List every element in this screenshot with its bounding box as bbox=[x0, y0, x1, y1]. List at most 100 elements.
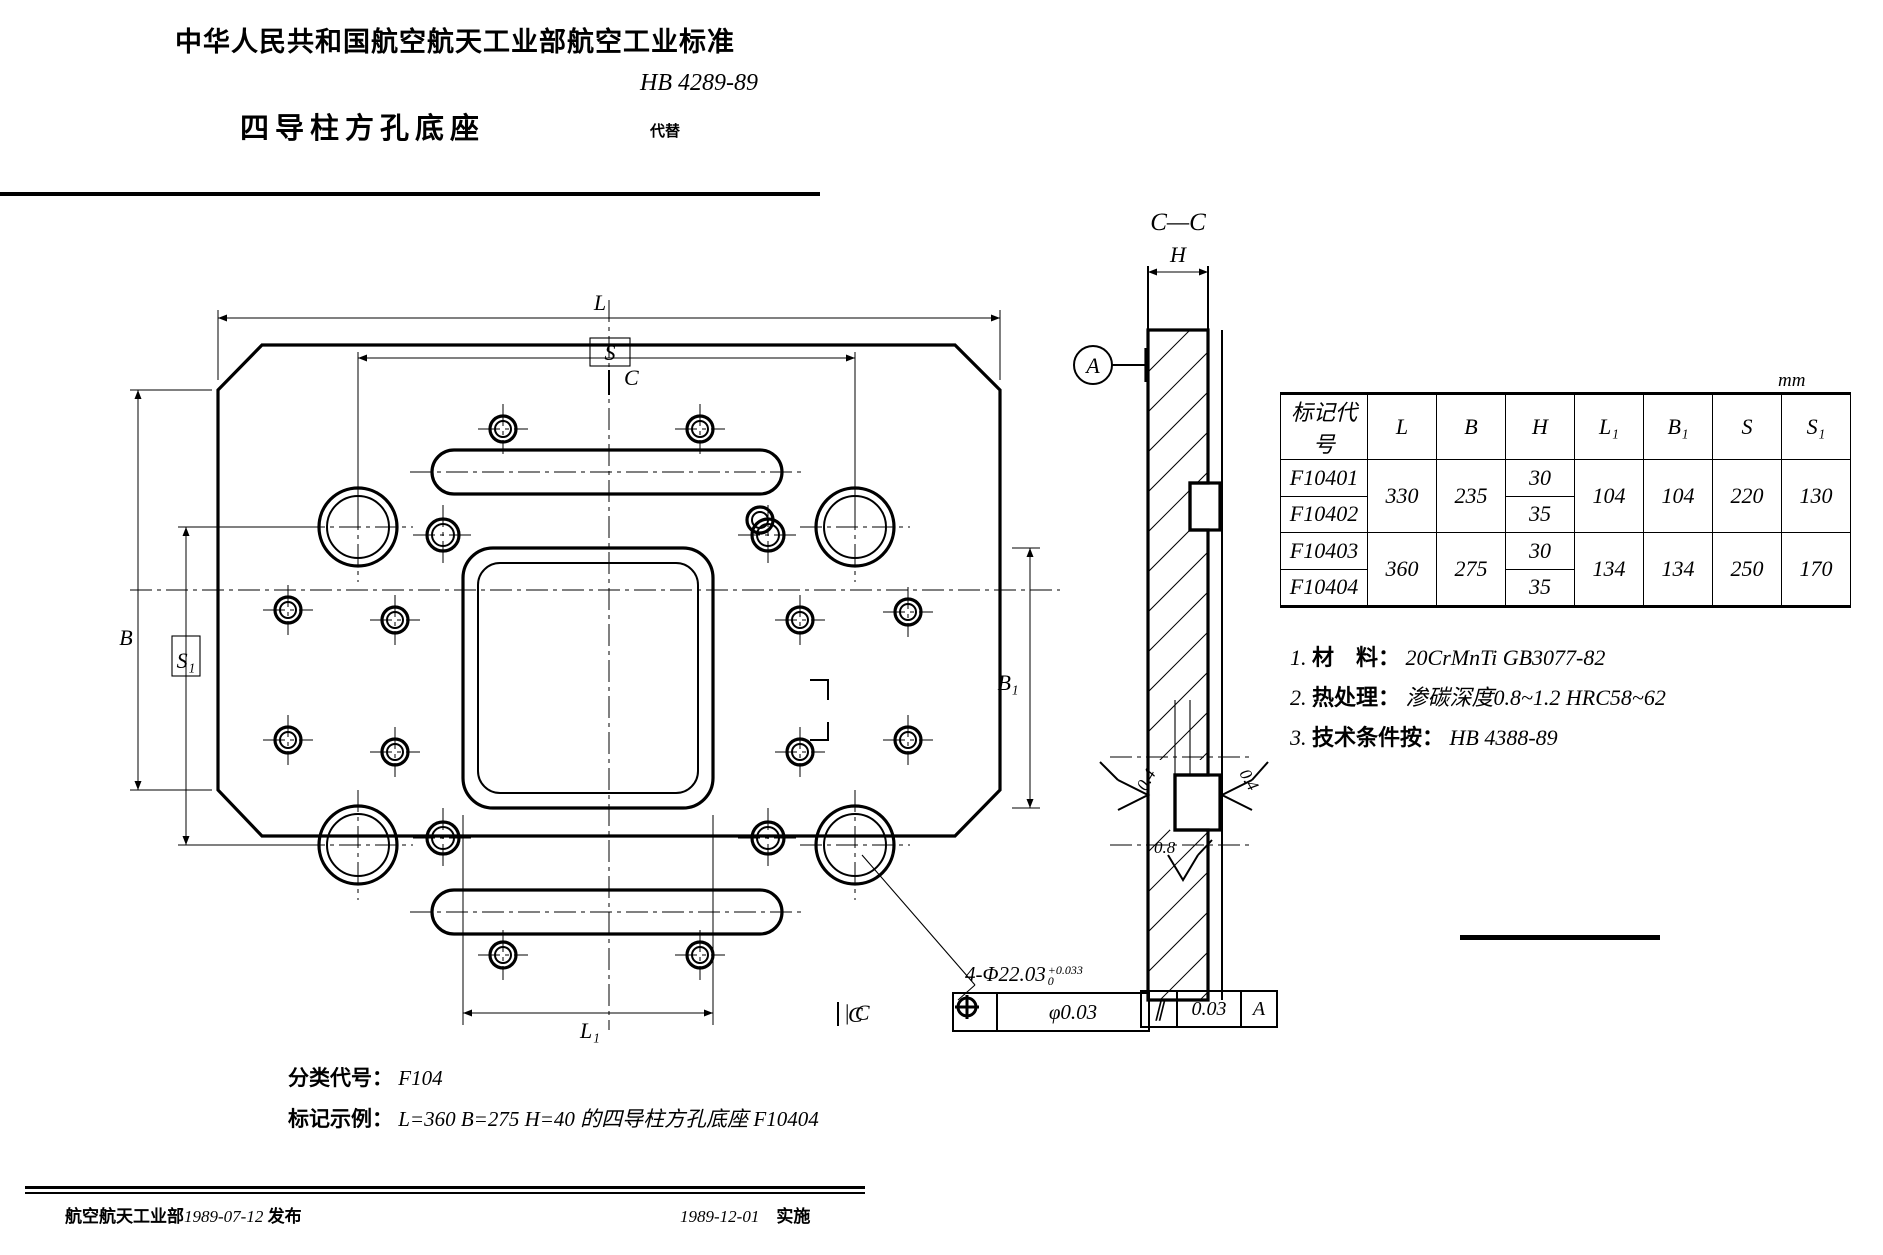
dim-label-B: B bbox=[119, 625, 132, 650]
footer-divider-bottom bbox=[25, 1192, 865, 1194]
section-label-bottom: C bbox=[848, 1002, 863, 1027]
position-tolerance-frame: φ0.03 bbox=[952, 992, 1150, 1032]
note-item: 1. 材 料： 20CrMnTi GB3077-82 bbox=[1290, 638, 1666, 678]
technical-notes: 1. 材 料： 20CrMnTi GB3077-82 2. 热处理： 渗碳深度0… bbox=[1290, 638, 1666, 758]
H-lower: 35 bbox=[1529, 501, 1551, 527]
surface-finish-label-bottom: 0.8 bbox=[1154, 838, 1176, 857]
surface-finish-bottom bbox=[1167, 839, 1213, 882]
cell-B1: 134 bbox=[1643, 532, 1713, 608]
note-number: 1. bbox=[1290, 645, 1307, 670]
cell-S1: 170 bbox=[1781, 532, 1851, 608]
footer-effective: 1989-12-01 实施 bbox=[680, 1202, 810, 1227]
cell-codes: F10401 F10402 bbox=[1280, 459, 1368, 533]
cell-codes: F10403 F10404 bbox=[1280, 532, 1368, 608]
part-name-title: 四导柱方孔底座 bbox=[240, 113, 486, 145]
standard-number: HB 4289-89 bbox=[640, 70, 758, 96]
footer-issue-date: 1989-07-12 bbox=[184, 1207, 264, 1226]
note-item: 2. 热处理： 渗碳深度0.8~1.2 HRC58~62 bbox=[1290, 678, 1666, 718]
specification-table: 标记代号 L B H L₁ B₁ S S₁ F10401 F10402 330 bbox=[1280, 392, 1851, 608]
square-hole-pocket bbox=[461, 546, 715, 810]
parallelism-frame: ∥ 0.03 A bbox=[1140, 990, 1278, 1028]
parallelism-value: 0.03 bbox=[1178, 992, 1242, 1026]
footer-effective-word: 实施 bbox=[776, 1207, 811, 1226]
table-row: F10403 F10404 360 275 30 35 134 134 250 … bbox=[1280, 532, 1851, 608]
cell-H: 30 35 bbox=[1505, 459, 1575, 533]
classification-label: 分类代号： bbox=[288, 1067, 393, 1090]
th-L1: L₁ bbox=[1574, 392, 1644, 460]
dim-L1: L₁ bbox=[462, 815, 714, 1043]
slot-lower bbox=[410, 888, 805, 936]
surface-finish-left bbox=[1099, 761, 1151, 811]
code-upper: F10401 bbox=[1281, 460, 1367, 497]
position-tolerance-icon bbox=[954, 994, 998, 1030]
parallelism-icon: ∥ bbox=[1142, 992, 1178, 1026]
section-arrow-label: | C bbox=[845, 1000, 870, 1025]
th-B1: B₁ bbox=[1643, 392, 1713, 460]
note-label: 技术条件按： bbox=[1312, 725, 1445, 750]
cell-S: 220 bbox=[1712, 459, 1782, 533]
section-mark-top: C bbox=[608, 365, 639, 395]
parallelism-datum: A bbox=[1252, 997, 1266, 1020]
dim-B: B bbox=[119, 389, 212, 791]
code-lower: F10402 bbox=[1289, 501, 1359, 527]
dim-L: L bbox=[217, 290, 1001, 380]
cell-L1: 104 bbox=[1574, 459, 1644, 533]
th-L: L bbox=[1367, 392, 1437, 460]
note-label: 材 料： bbox=[1312, 645, 1401, 670]
code-lower: F10404 bbox=[1289, 574, 1359, 600]
section-label-top: C bbox=[624, 365, 639, 390]
cell-B1: 104 bbox=[1643, 459, 1713, 533]
cell-L: 330 bbox=[1367, 459, 1437, 533]
dim-S1: S₁ bbox=[171, 526, 320, 846]
svg-text:A: A bbox=[1084, 353, 1100, 378]
note-number: 3. bbox=[1290, 725, 1307, 750]
dim-label-L: L bbox=[593, 290, 606, 315]
table-header-row: 标记代号 L B H L₁ B₁ S S₁ bbox=[1280, 392, 1851, 460]
datum-a-symbol: A bbox=[1073, 345, 1148, 385]
footer-divider-top bbox=[25, 1186, 865, 1189]
cell-H: 30 35 bbox=[1505, 532, 1575, 608]
hole-callout-main: 4-Φ22.03 bbox=[965, 962, 1046, 986]
slot-upper bbox=[410, 448, 805, 496]
section-mark-bottom: C bbox=[810, 679, 863, 1027]
H-upper: 30 bbox=[1506, 533, 1574, 570]
table-row: F10401 F10402 330 235 30 35 104 104 220 … bbox=[1280, 459, 1851, 533]
th-H: H bbox=[1505, 392, 1575, 460]
note-value: HB 4388-89 bbox=[1449, 725, 1558, 750]
H-upper: 30 bbox=[1506, 460, 1574, 497]
code-upper: F10403 bbox=[1281, 533, 1367, 570]
cell-B: 235 bbox=[1436, 459, 1506, 533]
footer-issue: 航空航天工业部1989-07-12 发布 bbox=[65, 1202, 302, 1227]
th-S1: S₁ bbox=[1781, 392, 1851, 460]
header-divider bbox=[0, 192, 820, 196]
section-title: C—C bbox=[1150, 209, 1206, 236]
cell-L: 360 bbox=[1367, 532, 1437, 608]
cell-S1: 130 bbox=[1781, 459, 1851, 533]
dim-B1: B₁ bbox=[997, 547, 1040, 809]
notes-divider bbox=[1460, 935, 1660, 940]
dim-label-S: S bbox=[605, 340, 616, 365]
marking-example-value: L=360 B=275 H=40 的四导柱方孔底座 F10404 bbox=[398, 1107, 819, 1131]
surface-finish-right bbox=[1219, 761, 1269, 811]
cell-B: 275 bbox=[1436, 532, 1506, 608]
dim-label-L1: L₁ bbox=[579, 1018, 600, 1043]
dim-label-S1: S₁ bbox=[177, 648, 196, 673]
H-lower: 35 bbox=[1529, 574, 1551, 600]
dim-S: S bbox=[357, 337, 856, 520]
position-tolerance-value: φ0.03 bbox=[1048, 999, 1098, 1024]
footer-effective-date: 1989-12-01 bbox=[680, 1207, 760, 1226]
th-code: 标记代号 bbox=[1280, 392, 1368, 460]
cell-S: 250 bbox=[1712, 532, 1782, 608]
classification-code-line: 分类代号： F104 bbox=[288, 1062, 443, 1092]
dim-label-H: H bbox=[1169, 242, 1187, 267]
table-unit-label: mm bbox=[1778, 370, 1806, 391]
footer-issue-word: 发布 bbox=[267, 1207, 302, 1226]
note-value: 渗碳深度0.8~1.2 HRC58~62 bbox=[1405, 685, 1666, 710]
cell-L1: 134 bbox=[1574, 532, 1644, 608]
section-view: H C—C A bbox=[1073, 209, 1269, 1002]
marking-example-line: 标记示例： L=360 B=275 H=40 的四导柱方孔底座 F10404 bbox=[288, 1103, 819, 1133]
page-title: 中华人民共和国航空航天工业部航空工业标准 bbox=[175, 27, 735, 57]
note-label: 热处理： bbox=[1312, 685, 1401, 710]
hole-tol-upper: +0.033 bbox=[1047, 963, 1083, 978]
marking-example-label: 标记示例： bbox=[288, 1108, 393, 1131]
